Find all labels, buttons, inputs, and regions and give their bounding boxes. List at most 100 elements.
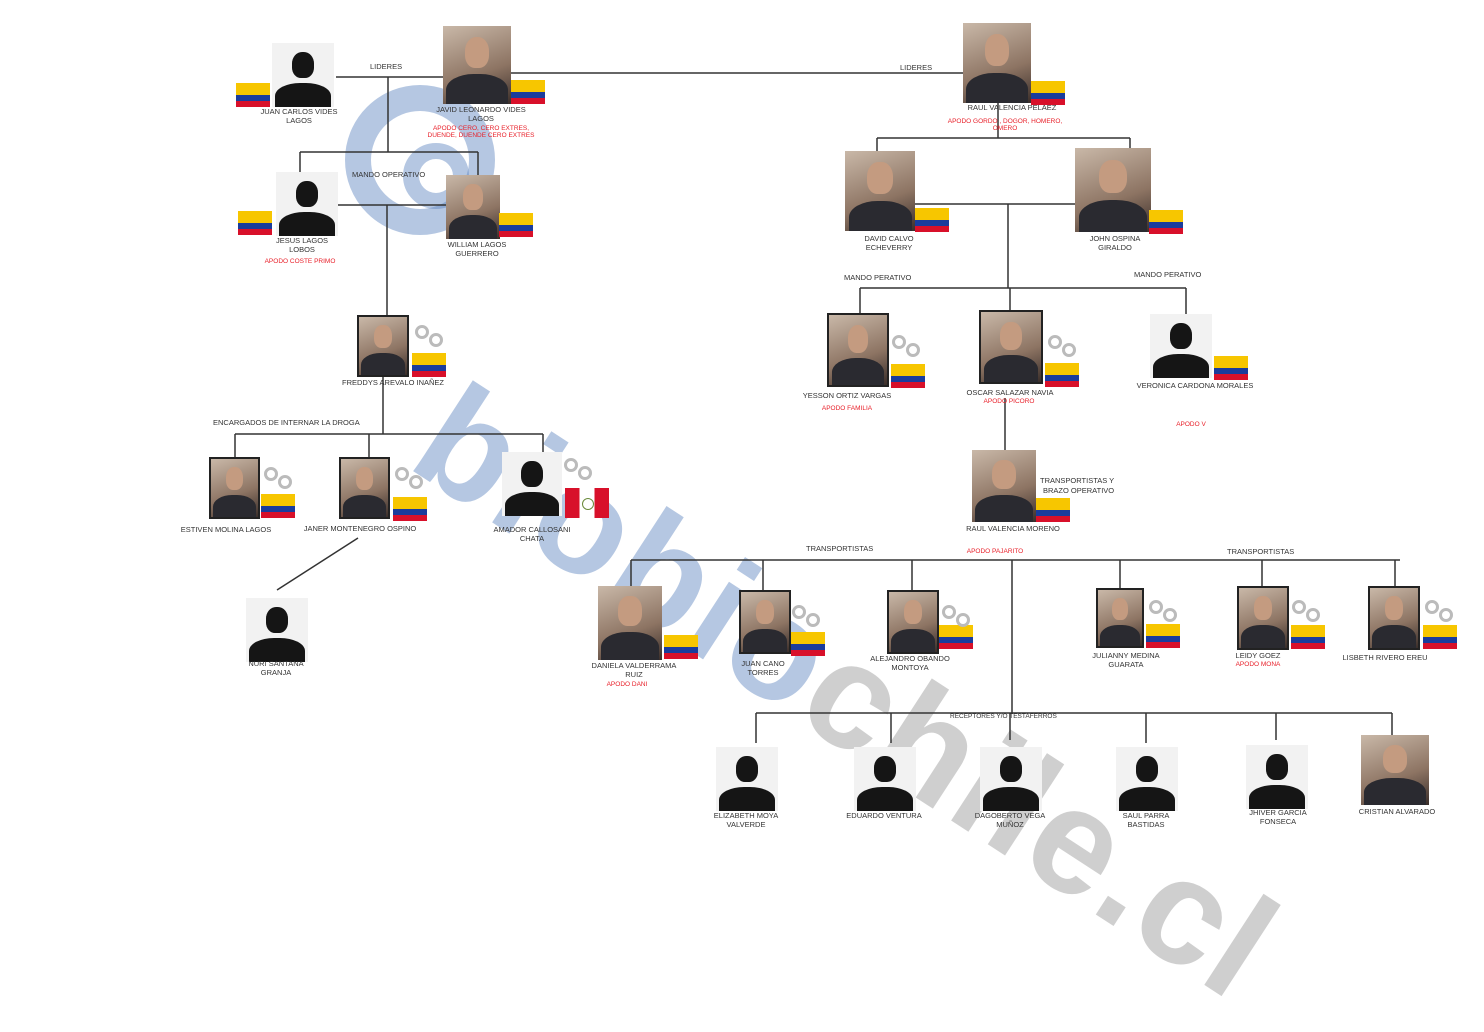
person-alias: APODO PAJARITO (966, 548, 1024, 555)
person-name: ALEJANDRO OBANDO MONTOYA (870, 654, 950, 672)
handcuffs-icon (1147, 600, 1183, 624)
org-chart-connectors (234, 72, 1400, 743)
person-name: SAUL PARRA BASTIDAS (1122, 811, 1170, 829)
handcuffs-icon (262, 467, 298, 491)
colombia-flag-icon (1423, 625, 1457, 649)
person-name: WILLIAM LAGOS GUERRERO (447, 240, 507, 258)
colombia-flag-icon (891, 364, 925, 388)
person-photo (1361, 735, 1429, 805)
colombia-flag-icon (499, 213, 533, 237)
colombia-flag-icon (238, 211, 272, 235)
silhouette-icon (502, 452, 562, 516)
person-alias: APODO FAMILIA (821, 405, 873, 412)
person-name: JANER MONTENEGRO OSPINO (303, 524, 417, 533)
person-name: YESSON ORTIZ VARGAS (802, 391, 892, 400)
person-photo (443, 26, 511, 104)
silhouette-icon (1150, 314, 1212, 378)
colombia-flag-icon (1045, 363, 1079, 387)
person-photo (845, 151, 915, 231)
silhouette-icon (272, 43, 334, 107)
person-photo (887, 590, 939, 654)
person-name: VERONICA CARDONA MORALES (1136, 381, 1254, 390)
person-name: ELIZABETH MOYA VALVERDE (713, 811, 779, 829)
handcuffs-icon (1046, 335, 1082, 359)
handcuffs-icon (1290, 600, 1326, 624)
group-label-transportistas-brazo: TRANSPORTISTAS Y (1040, 476, 1115, 485)
person-name: NURI SANTANA GRANJA (248, 659, 304, 677)
person-alias: APODO V (1176, 421, 1206, 428)
person-alias: APODO MONA (1235, 661, 1281, 668)
person-name: OSCAR SALAZAR NAVIA (966, 388, 1054, 397)
group-label-lideres: LIDERES (370, 62, 403, 71)
group-label-mando-peratvo: MANDO PERATIVO (1134, 270, 1202, 279)
person-photo (979, 310, 1043, 384)
handcuffs-icon (890, 335, 926, 359)
colombia-flag-icon (1291, 625, 1325, 649)
silhouette-icon (1246, 745, 1308, 809)
handcuffs-icon (562, 458, 598, 482)
person-photo (357, 315, 409, 377)
person-name: JUAN CARLOS VIDES LAGOS (260, 107, 338, 125)
person-alias: APODO PICORO (983, 398, 1035, 405)
silhouette-icon (716, 747, 778, 811)
silhouette-icon (980, 747, 1042, 811)
person-name: JHIVER GARCIA FONSECA (1249, 808, 1307, 826)
colombia-flag-icon (412, 353, 446, 377)
colombia-flag-icon (939, 625, 973, 649)
person-name: JESUS LAGOS LOBOS (275, 236, 329, 254)
silhouette-icon (1116, 747, 1178, 811)
colombia-flag-icon (261, 494, 295, 518)
person-name: RAUL VALENCIA PELAEZ (967, 103, 1057, 112)
colombia-flag-icon (1214, 356, 1248, 380)
handcuffs-icon (940, 605, 976, 629)
person-photo (827, 313, 889, 387)
person-photo (598, 586, 662, 660)
person-photo (1237, 586, 1289, 650)
person-name: EDUARDO VENTURA (846, 811, 922, 820)
group-label-lideres: LIDERES (900, 63, 933, 72)
colombia-flag-icon (664, 635, 698, 659)
colombia-flag-icon (1146, 624, 1180, 648)
group-label-encargados: ENCARGADOS DE INTERNAR LA DROGA (213, 418, 360, 427)
person-photo (1096, 588, 1144, 648)
person-name: RAUL VALENCIA MORENO (966, 524, 1060, 533)
silhouette-icon (246, 598, 308, 662)
handcuffs-icon (1423, 600, 1459, 624)
person-photo (739, 590, 791, 654)
person-name: DAGOBERTO VEGA MUÑOZ (974, 811, 1046, 829)
person-name: AMADOR CALLOSANI CHATA (493, 525, 571, 543)
person-photo (1368, 586, 1420, 650)
person-name: DANIELA VALDERRAMA RUIZ (591, 661, 677, 679)
person-photo (446, 175, 500, 239)
peru-flag-icon (565, 488, 609, 518)
colombia-flag-icon (236, 83, 270, 107)
person-name: ESTIVEN MOLINA LAGOS (180, 525, 272, 534)
person-photo (209, 457, 260, 519)
colombia-flag-icon (1149, 210, 1183, 234)
person-alias: APODO CERO, CERO EXTRES, DUENDE, DUENDE … (427, 125, 535, 139)
colombia-flag-icon (791, 632, 825, 656)
person-name: DAVID CALVO ECHEVERRY (864, 234, 914, 252)
person-photo (339, 457, 390, 519)
colombia-flag-icon (1036, 498, 1070, 522)
handcuffs-icon (790, 605, 826, 629)
group-label-transportistas: TRANSPORTISTAS (806, 544, 874, 553)
person-name: JUAN CANO TORRES (741, 659, 785, 677)
group-label-mando-peratvo: MANDO PERATIVO (844, 273, 912, 282)
person-name: LISBETH RIVERO EREU (1342, 653, 1428, 662)
person-name: LEIDY GOEZ (1235, 651, 1281, 660)
silhouette-icon (854, 747, 916, 811)
group-label-receptores: RECEPTORES Y/O TESTAFERROS (950, 713, 1057, 720)
group-label-transportistas: TRANSPORTISTAS (1227, 547, 1295, 556)
handcuffs-icon (393, 467, 429, 491)
colombia-flag-icon (393, 497, 427, 521)
person-photo (1075, 148, 1151, 232)
group-label-transportistas-brazo: BRAZO OPERATIVO (1043, 486, 1115, 495)
person-alias: APODO COSTE PRIMO (264, 258, 336, 265)
person-name: FREDDYS AREVALO INAÑEZ (342, 378, 444, 387)
person-name: JULIANNY MEDINA GUARATA (1092, 651, 1160, 669)
person-photo (963, 23, 1031, 103)
person-name: CRISTIAN ALVARADO (1358, 807, 1436, 816)
silhouette-icon (276, 172, 338, 236)
person-photo (972, 450, 1036, 522)
